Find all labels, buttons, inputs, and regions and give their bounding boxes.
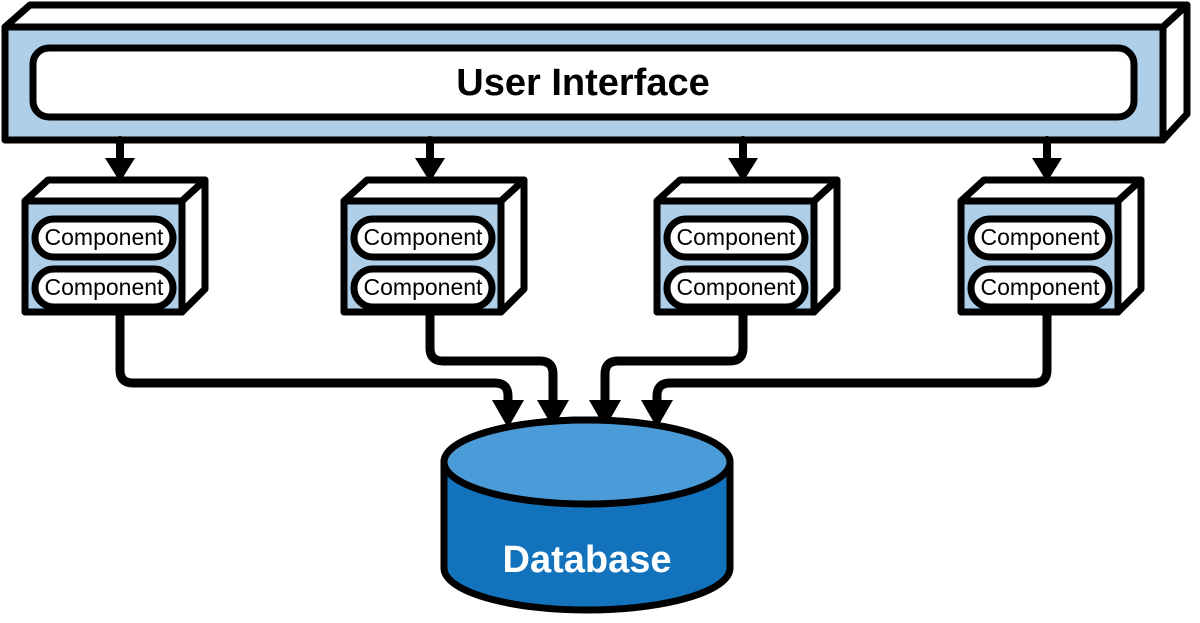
ui-box-side-face (1159, 1, 1191, 144)
ui-layer-box[interactable]: User Interface (1, 1, 1191, 144)
connector-path (652, 315, 1052, 404)
arrow-ui-to-component-2 (415, 136, 445, 182)
component-pill[interactable] (663, 265, 809, 311)
component-box-2[interactable]: Component Component (340, 176, 528, 316)
component-box-3[interactable]: Component Component (653, 176, 841, 316)
arrow-ui-to-component-3 (728, 136, 758, 182)
connector-path (600, 315, 748, 404)
component-label: Component (677, 274, 797, 300)
connector-component4-to-database (641, 315, 1052, 428)
arrow-ui-to-component-1 (105, 136, 135, 182)
component-box-4[interactable]: Component Component (957, 176, 1145, 316)
ui-layer-label: User Interface (456, 62, 709, 104)
component-pill[interactable] (350, 215, 496, 261)
component-pill[interactable] (967, 215, 1113, 261)
connector-component1-to-database (115, 315, 524, 428)
component-label: Component (677, 224, 797, 250)
arrow-head-down-icon (415, 158, 445, 182)
ui-inner-panel (29, 44, 1138, 121)
component-label: Component (364, 224, 484, 250)
connector-path (425, 315, 558, 404)
component-pill[interactable] (663, 215, 809, 261)
component-pill[interactable] (31, 215, 177, 261)
component-label: Component (981, 224, 1101, 250)
arrow-head-down-icon (641, 400, 673, 428)
arrow-head-down-icon (1032, 158, 1062, 182)
component-label: Component (45, 274, 165, 300)
ui-to-component-arrows (105, 136, 1062, 182)
component-pill[interactable] (31, 265, 177, 311)
database-cylinder[interactable]: Database (440, 416, 734, 614)
component-pill[interactable] (350, 265, 496, 311)
component-box-1[interactable]: Component Component (21, 176, 209, 316)
connector-component2-to-database (425, 315, 569, 428)
database-label: Database (503, 539, 672, 581)
arrow-head-down-icon (589, 400, 621, 428)
arrow-ui-to-component-4 (1032, 136, 1062, 182)
connector-path (115, 315, 513, 404)
arrow-head-down-icon (492, 400, 524, 428)
arrow-head-down-icon (728, 158, 758, 182)
arrow-head-down-icon (105, 158, 135, 182)
component-label: Component (364, 274, 484, 300)
component-label: Component (45, 224, 165, 250)
component-label: Component (981, 274, 1101, 300)
arrow-head-down-icon (537, 400, 569, 428)
database-top-ellipse (440, 416, 734, 508)
connector-component3-to-database (589, 315, 748, 428)
component-pill[interactable] (967, 265, 1113, 311)
